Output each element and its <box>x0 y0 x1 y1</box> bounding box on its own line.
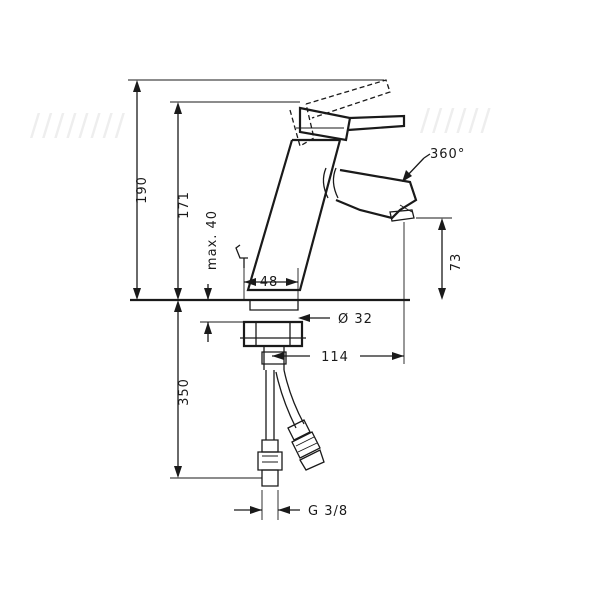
dim-350-label: 350 <box>177 378 192 406</box>
supply-hoses <box>257 369 325 487</box>
dimension-73: 73 <box>416 217 464 300</box>
dimension-350: 350 <box>170 300 262 479</box>
lever-handle <box>298 106 406 142</box>
dimension-max-40: max. 40 <box>200 210 244 342</box>
fixing-set <box>240 299 306 370</box>
lever-handle-open-position <box>289 79 391 147</box>
dim-48-label: 48 <box>260 275 279 290</box>
rotation-callout: 360° <box>402 147 465 182</box>
dimension-48: 48 <box>243 268 299 300</box>
dim-171-label: 171 <box>177 191 192 219</box>
dim-max-40-label: max. 40 <box>205 210 220 270</box>
dim-d32-label: Ø 32 <box>338 312 373 327</box>
dim-114-label: 114 <box>321 350 349 365</box>
dim-73-label: 73 <box>449 253 464 272</box>
rotation-label: 360° <box>430 147 465 162</box>
dimension-g38: G 3/8 <box>234 490 348 520</box>
dimension-190: 190 <box>128 79 384 300</box>
faucet-body <box>235 127 418 292</box>
dimension-171: 171 <box>170 101 300 300</box>
dim-g38-label: G 3/8 <box>308 504 348 519</box>
dimension-d32: Ø 32 <box>298 312 373 327</box>
svg-text://////: ////// <box>420 103 493 138</box>
dim-190-label: 190 <box>135 176 150 204</box>
dimension-114: 114 <box>272 222 405 365</box>
watermark: //////// ////// <box>30 103 493 143</box>
svg-text:////////: //////// <box>30 108 127 143</box>
